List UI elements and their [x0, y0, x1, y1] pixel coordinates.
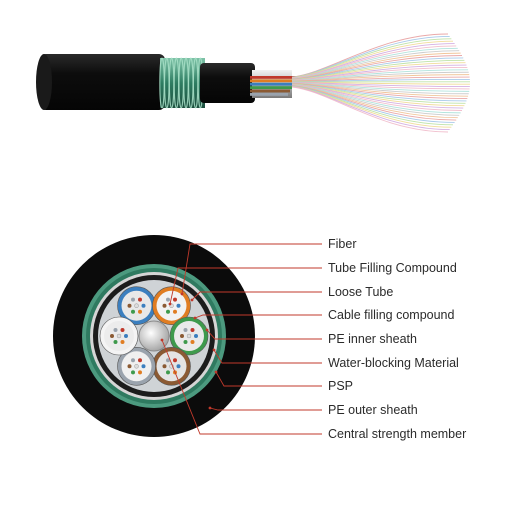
label-central-strength-member: Central strength member	[328, 427, 466, 441]
fiber-dot	[121, 328, 125, 332]
fiber-dot	[138, 298, 142, 302]
loose-tube-brown	[153, 347, 191, 385]
fiber-dot	[173, 358, 177, 362]
fiber-dot	[131, 310, 135, 314]
fiber-dot	[163, 304, 167, 308]
leader-dot	[209, 407, 212, 410]
fiber-dot	[131, 298, 135, 302]
outer-jacket-segment	[40, 54, 165, 110]
side-loose-tube	[250, 90, 290, 93]
fiber-dot	[110, 334, 114, 338]
inner-sheath-segment	[200, 63, 255, 103]
fiber-dot	[117, 334, 121, 338]
cable-side-view	[36, 34, 470, 132]
fiber-dot	[135, 364, 139, 368]
fiber-dot	[173, 298, 177, 302]
fiber-dot	[128, 304, 132, 308]
corrugated-armor	[160, 58, 205, 108]
leader-dot	[206, 329, 209, 332]
fiber-dot	[184, 328, 188, 332]
label-loose-tube: Loose Tube	[328, 285, 393, 299]
fiber-dot	[135, 304, 139, 308]
label-psp: PSP	[328, 379, 353, 393]
leader-dot	[213, 349, 216, 352]
fiber-dot	[124, 334, 128, 338]
fiber-dot	[131, 370, 135, 374]
side-loose-tube	[250, 79, 296, 82]
fiber-dot	[138, 370, 142, 374]
fiber-dot	[194, 334, 198, 338]
cable-cross-section	[53, 235, 255, 437]
label-water-blocking-material: Water-blocking Material	[328, 356, 459, 370]
fiber-dot	[191, 340, 195, 344]
fiber-dot	[191, 328, 195, 332]
fiber-dot	[142, 304, 146, 308]
leader-line-pe-outer-sheath	[210, 408, 322, 410]
fiber-dot	[166, 310, 170, 314]
fiber-dot	[128, 364, 132, 368]
fiber-dot	[121, 340, 125, 344]
label-fiber: Fiber	[328, 237, 356, 251]
fiber-dot	[163, 364, 167, 368]
label-pe-inner-sheath: PE inner sheath	[328, 332, 417, 346]
label-cable-filling-compound: Cable filling compound	[328, 308, 454, 322]
fiber-dot	[138, 358, 142, 362]
fiber-dot	[166, 370, 170, 374]
fiber-dot	[184, 340, 188, 344]
loose-tube-white	[100, 317, 138, 355]
fanned-fibers	[292, 34, 470, 132]
fiber-dot	[173, 310, 177, 314]
fiber-dot	[114, 340, 118, 344]
leader-dot	[215, 371, 218, 374]
fiber-dot	[177, 304, 181, 308]
leader-dot	[191, 299, 194, 302]
leader-dot	[181, 293, 184, 296]
label-pe-outer-sheath: PE outer sheath	[328, 403, 418, 417]
leader-dot	[161, 339, 164, 342]
leader-dot	[194, 317, 197, 320]
fiber-dot	[138, 310, 142, 314]
jacket-end-cap	[36, 54, 52, 110]
side-loose-tube	[250, 93, 288, 96]
fiber-dot	[114, 328, 118, 332]
fiber-dot	[180, 334, 184, 338]
fiber-dot	[131, 358, 135, 362]
fiber-dot	[142, 364, 146, 368]
label-tube-filling-compound: Tube Filling Compound	[328, 261, 457, 275]
fiber-dot	[166, 298, 170, 302]
fiber-dot	[187, 334, 191, 338]
side-loose-tube	[250, 76, 298, 79]
leader-dot	[169, 303, 172, 306]
fiber-dot	[177, 364, 181, 368]
side-loose-tube	[250, 83, 294, 86]
side-loose-tube	[250, 86, 292, 89]
